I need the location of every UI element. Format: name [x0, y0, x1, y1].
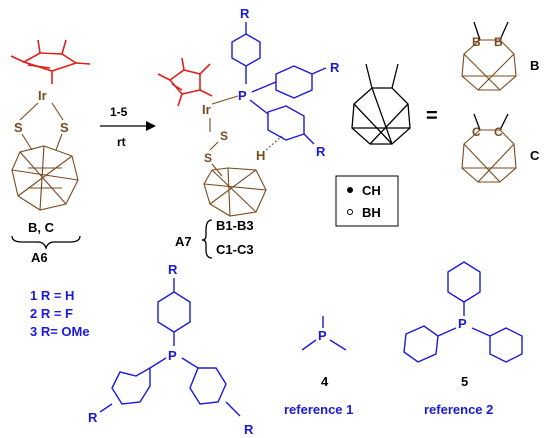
r-group-lower: R	[316, 144, 326, 159]
r-group-right: R	[330, 60, 340, 75]
cage-c: C C C	[461, 113, 540, 183]
sulfur-atom-product-1: S	[220, 129, 228, 143]
cage-c-label: C	[530, 148, 540, 163]
reference-2-label: reference 2	[424, 402, 493, 417]
reagents-label: 1-5	[110, 105, 128, 119]
phosphine-1-3: 1 R = H 2 R = F 3 R= OMe R P R R	[30, 262, 254, 437]
carbon-atom-1: C	[472, 125, 481, 139]
carborane-cage-product	[203, 167, 267, 217]
compound-5-number: 5	[461, 374, 468, 389]
boron-atom-2: B	[494, 35, 503, 49]
phosphorus-atom-ref2: P	[458, 316, 467, 331]
cage-b-label: B	[530, 58, 539, 73]
sulfur-atom-right: S	[60, 120, 69, 135]
r-group-triaryl-top: R	[168, 262, 178, 277]
conditions-label: rt	[117, 135, 126, 149]
definition-line-3: 3 R= OMe	[30, 324, 90, 339]
reference-1-structure: P 4 reference 1	[284, 316, 353, 417]
aryl-ring-top: R	[231, 6, 261, 84]
reference-1-label: reference 1	[284, 402, 353, 417]
cp-star-ring-product	[157, 57, 213, 107]
iridium-atom-product: Ir	[202, 102, 211, 117]
generic-cage	[351, 63, 411, 145]
vertex-legend: CH BH	[335, 175, 399, 227]
boron-atom-1: B	[472, 35, 481, 49]
cage-type-label: B, C	[28, 220, 55, 235]
phosphorus-atom-ref1: P	[318, 328, 327, 343]
product-a7: Ir P S S H R R	[157, 6, 340, 259]
hydride-atom: H	[256, 148, 265, 163]
cp-star-ring-reactant	[10, 39, 91, 84]
series-c-label: C1-C3	[216, 242, 254, 257]
cage-b: B B B	[461, 21, 539, 91]
bh-label: BH	[362, 205, 381, 220]
sulfur-atom-product-2: S	[204, 151, 212, 165]
compound-4-number: 4	[321, 374, 329, 389]
filled-dot-icon	[347, 187, 353, 193]
phosphorus-atom-product: P	[238, 88, 247, 103]
r-group-triaryl-right: R	[244, 422, 254, 437]
reference-2-structure: P 5 reference 2	[403, 261, 523, 417]
compound-a7-label: A7	[175, 234, 192, 249]
iridium-atom: Ir	[38, 88, 47, 103]
ch-label: CH	[362, 183, 381, 198]
cage-equivalence: = B B B C C C	[351, 21, 540, 183]
carbon-atom-2: C	[494, 125, 503, 139]
reaction-arrow: 1-5 rt	[100, 105, 156, 149]
definition-line-2: 2 R = F	[30, 306, 73, 321]
equals-sign: =	[426, 105, 438, 127]
sulfur-atom-left: S	[14, 120, 23, 135]
r-group-top: R	[240, 6, 250, 21]
series-b-label: B1-B3	[216, 218, 254, 233]
definition-line-1: 1 R = H	[30, 288, 74, 303]
phosphorus-atom-triaryl: P	[168, 348, 177, 363]
reactant-a6: Ir S S B, C A6	[10, 39, 91, 265]
open-dot-icon	[347, 209, 353, 215]
aryl-ring-lower: R	[249, 99, 326, 159]
compound-a6-label: A6	[31, 250, 48, 265]
aryl-ring-right: R	[251, 60, 340, 99]
carborane-cage-reactant	[11, 145, 79, 211]
r-group-triaryl-left: R	[88, 410, 98, 425]
